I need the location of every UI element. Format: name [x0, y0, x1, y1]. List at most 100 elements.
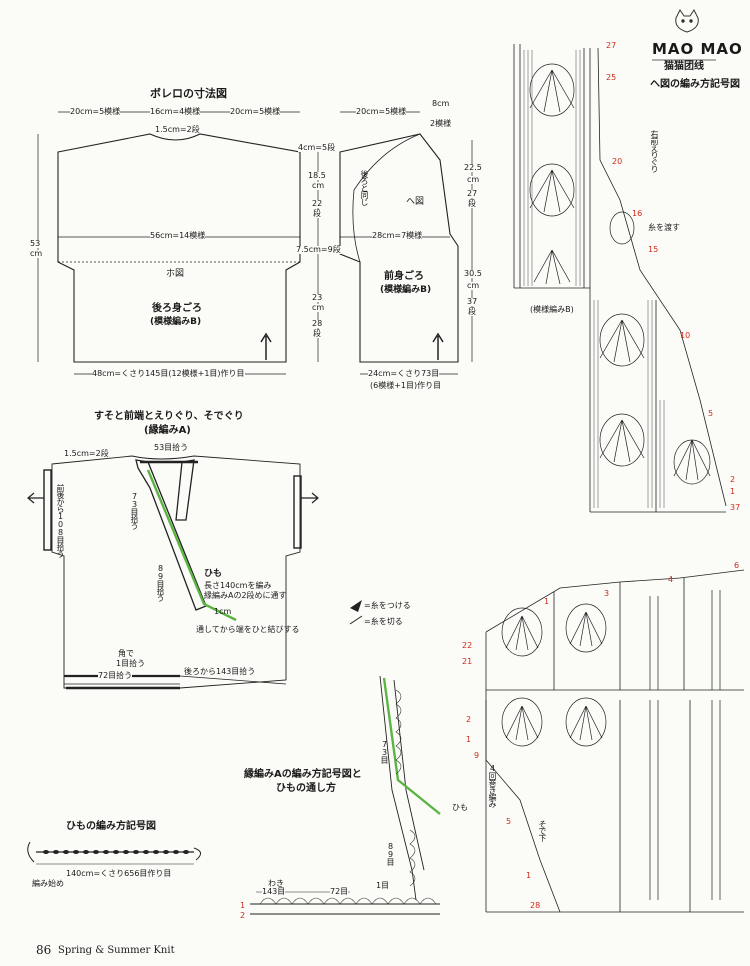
ho-row-2: 2 [466, 715, 472, 724]
edging-chart-row-1: 1 [240, 901, 246, 910]
dim-armhole-4: 段 [313, 209, 321, 218]
dim-height-unit: cm [30, 249, 43, 258]
edging-chart-row-2: 2 [240, 911, 246, 920]
dim-back-mid: 16cm=4模様 [150, 107, 201, 116]
bolero-layout-outline [51, 455, 301, 689]
edging-himo-note-2: 縁編みAの2段めに通す [204, 591, 287, 600]
he-row-27: 27 [606, 41, 617, 50]
dim-armhole-3: 22 [312, 199, 323, 208]
edging-chart-143: 143目 [262, 887, 286, 896]
edging-sleeve-pick: 前後から108目拾う [56, 484, 65, 557]
dim-front-top-1: 22.5 [464, 163, 482, 172]
dim-shoulder: 4cm=5段 [298, 143, 336, 152]
he-chart-title: ヘ図の編み方記号図 [650, 79, 740, 90]
magazine-name: Spring & Summer Knit [58, 945, 175, 956]
ho-row-28: 28 [530, 901, 541, 910]
edging-corner-pick: 1目拾う [116, 659, 146, 668]
edging-chart-72: 72目 [330, 887, 349, 896]
he-row-1: 1 [730, 487, 736, 496]
page-number: 86 [36, 943, 52, 957]
ho-row-1b: 1 [466, 735, 472, 744]
legend-attach: =糸をつける [364, 601, 411, 610]
edging-chart-title-1: 縁編みAの編み方記号図と [244, 769, 362, 780]
ho-note-2: そで下 [538, 820, 547, 841]
dim-back-right: 20cm=5模様 [230, 107, 281, 116]
edging-chart-89: 89目 [386, 842, 395, 865]
front-body-outline [339, 133, 459, 363]
dim-lower-1: 23 [312, 293, 323, 302]
edging-chart-himo: ひも [452, 803, 468, 812]
dim-underarm: 7.5cm=9段 [296, 245, 341, 254]
edging-back-pick: 後ろから143目拾う [184, 667, 256, 676]
back-body-pattern: (模様編みB) [150, 317, 202, 327]
dim-front-top: 20cm=5模様 [356, 107, 407, 116]
he-row-37: 37 [730, 503, 741, 512]
front-body-name: 前身ごろ [384, 271, 424, 282]
bolero-sizes-title: ボレロの寸法図 [150, 87, 227, 100]
ho-row-1c: 1 [526, 871, 532, 880]
edging-himo: ひも [204, 569, 223, 579]
edging-one-cm: 1cm [214, 607, 232, 616]
dim-lower-2: cm [312, 303, 325, 312]
he-row-15: 15 [648, 245, 659, 254]
ho-row-5: 5 [506, 817, 512, 826]
dim-height-total: 53 [30, 239, 41, 248]
legend-cut: =糸を切る [364, 617, 403, 626]
edging-chart-73: 73目 [380, 740, 389, 763]
dim-front-top-4: 段 [468, 199, 476, 208]
ho-row-6: 6 [734, 561, 740, 570]
edging-himo-note-1: 長さ140cmを編み [204, 581, 272, 590]
edging-chart-waki: わき [268, 879, 284, 888]
dim-armhole-1: 18.5 [308, 171, 326, 180]
ho-row-1a: 1 [544, 597, 550, 606]
he-row-10: 10 [680, 331, 691, 340]
he-chart-cross: 糸を渡す [648, 223, 680, 232]
dim-front-bottom-1: 24cm=くさり73目 [368, 369, 440, 378]
front-body-pattern: (模様編みB) [380, 285, 432, 295]
he-row-20: 20 [612, 157, 623, 166]
he-row-16: 16 [632, 209, 643, 218]
logo-subtitle: 猫猫团线 [664, 61, 704, 72]
logo-text: MAO MAO [652, 40, 743, 58]
dim-front-top-3: 27 [467, 189, 478, 198]
ho-row-9: 9 [474, 751, 480, 760]
himo-chart-title: ひもの編み方記号図 [66, 821, 156, 832]
label-ho-zu: ホ図 [166, 269, 185, 279]
dim-back-left: 20cm=5模様 [70, 107, 121, 116]
edging-front-pick: 73目拾う [130, 492, 139, 529]
dim-neck-depth: 1.5cm=2段 [155, 125, 200, 134]
dim-front-bottom-2: (6模様+1目)作り目 [370, 381, 442, 390]
dim-front-bot-4: 段 [468, 307, 476, 316]
edging-neck-rows: 1.5cm=2段 [64, 449, 109, 458]
dim-lower-3: 28 [312, 319, 323, 328]
dim-front-bot-2: cm [467, 281, 480, 290]
he-row-25: 25 [606, 73, 617, 82]
himo-chart-start: 編み始め [32, 879, 64, 888]
ho-row-22: 22 [462, 641, 473, 650]
he-row-2: 2 [730, 475, 736, 484]
edging-title-2: (縁編みA) [144, 425, 191, 436]
back-body-outline [57, 133, 301, 363]
ho-note-1: 4回巻き編み [488, 764, 497, 807]
edging-neck-pick: 53目拾う [154, 443, 189, 452]
cat-logo-icon [675, 9, 699, 33]
edging-title-1: すそと前端とえりぐり、そでぐり [94, 411, 244, 422]
he-chart-neck-label: 右前えりぐり [650, 130, 659, 172]
dim-front-width: 28cm=7模様 [372, 231, 423, 240]
edging-chart-1: 1目 [376, 881, 390, 890]
himo-chart-chain: 140cm=くさり656目作り目 [66, 869, 172, 878]
dim-armhole-2: cm [312, 181, 325, 190]
dim-width-mid: 56cm=14模様 [150, 231, 206, 240]
front-same-note: 後ろと同じ [360, 170, 369, 205]
he-chart-pattern: (模様編みB) [530, 305, 574, 314]
dim-lower-4: 段 [313, 329, 321, 338]
edging-side-pick: 89目拾う [156, 564, 165, 601]
ho-row-3: 3 [604, 589, 610, 598]
dim-front-bot-1: 30.5 [464, 269, 482, 278]
edging-corner: 角で [118, 649, 134, 658]
edging-chart-title-2: ひもの通し方 [276, 783, 336, 794]
back-body-name: 後ろ身ごろ [152, 303, 202, 314]
ho-row-4: 4 [668, 575, 674, 584]
he-row-5: 5 [708, 409, 714, 418]
dim-front-bot-3: 37 [467, 297, 478, 306]
